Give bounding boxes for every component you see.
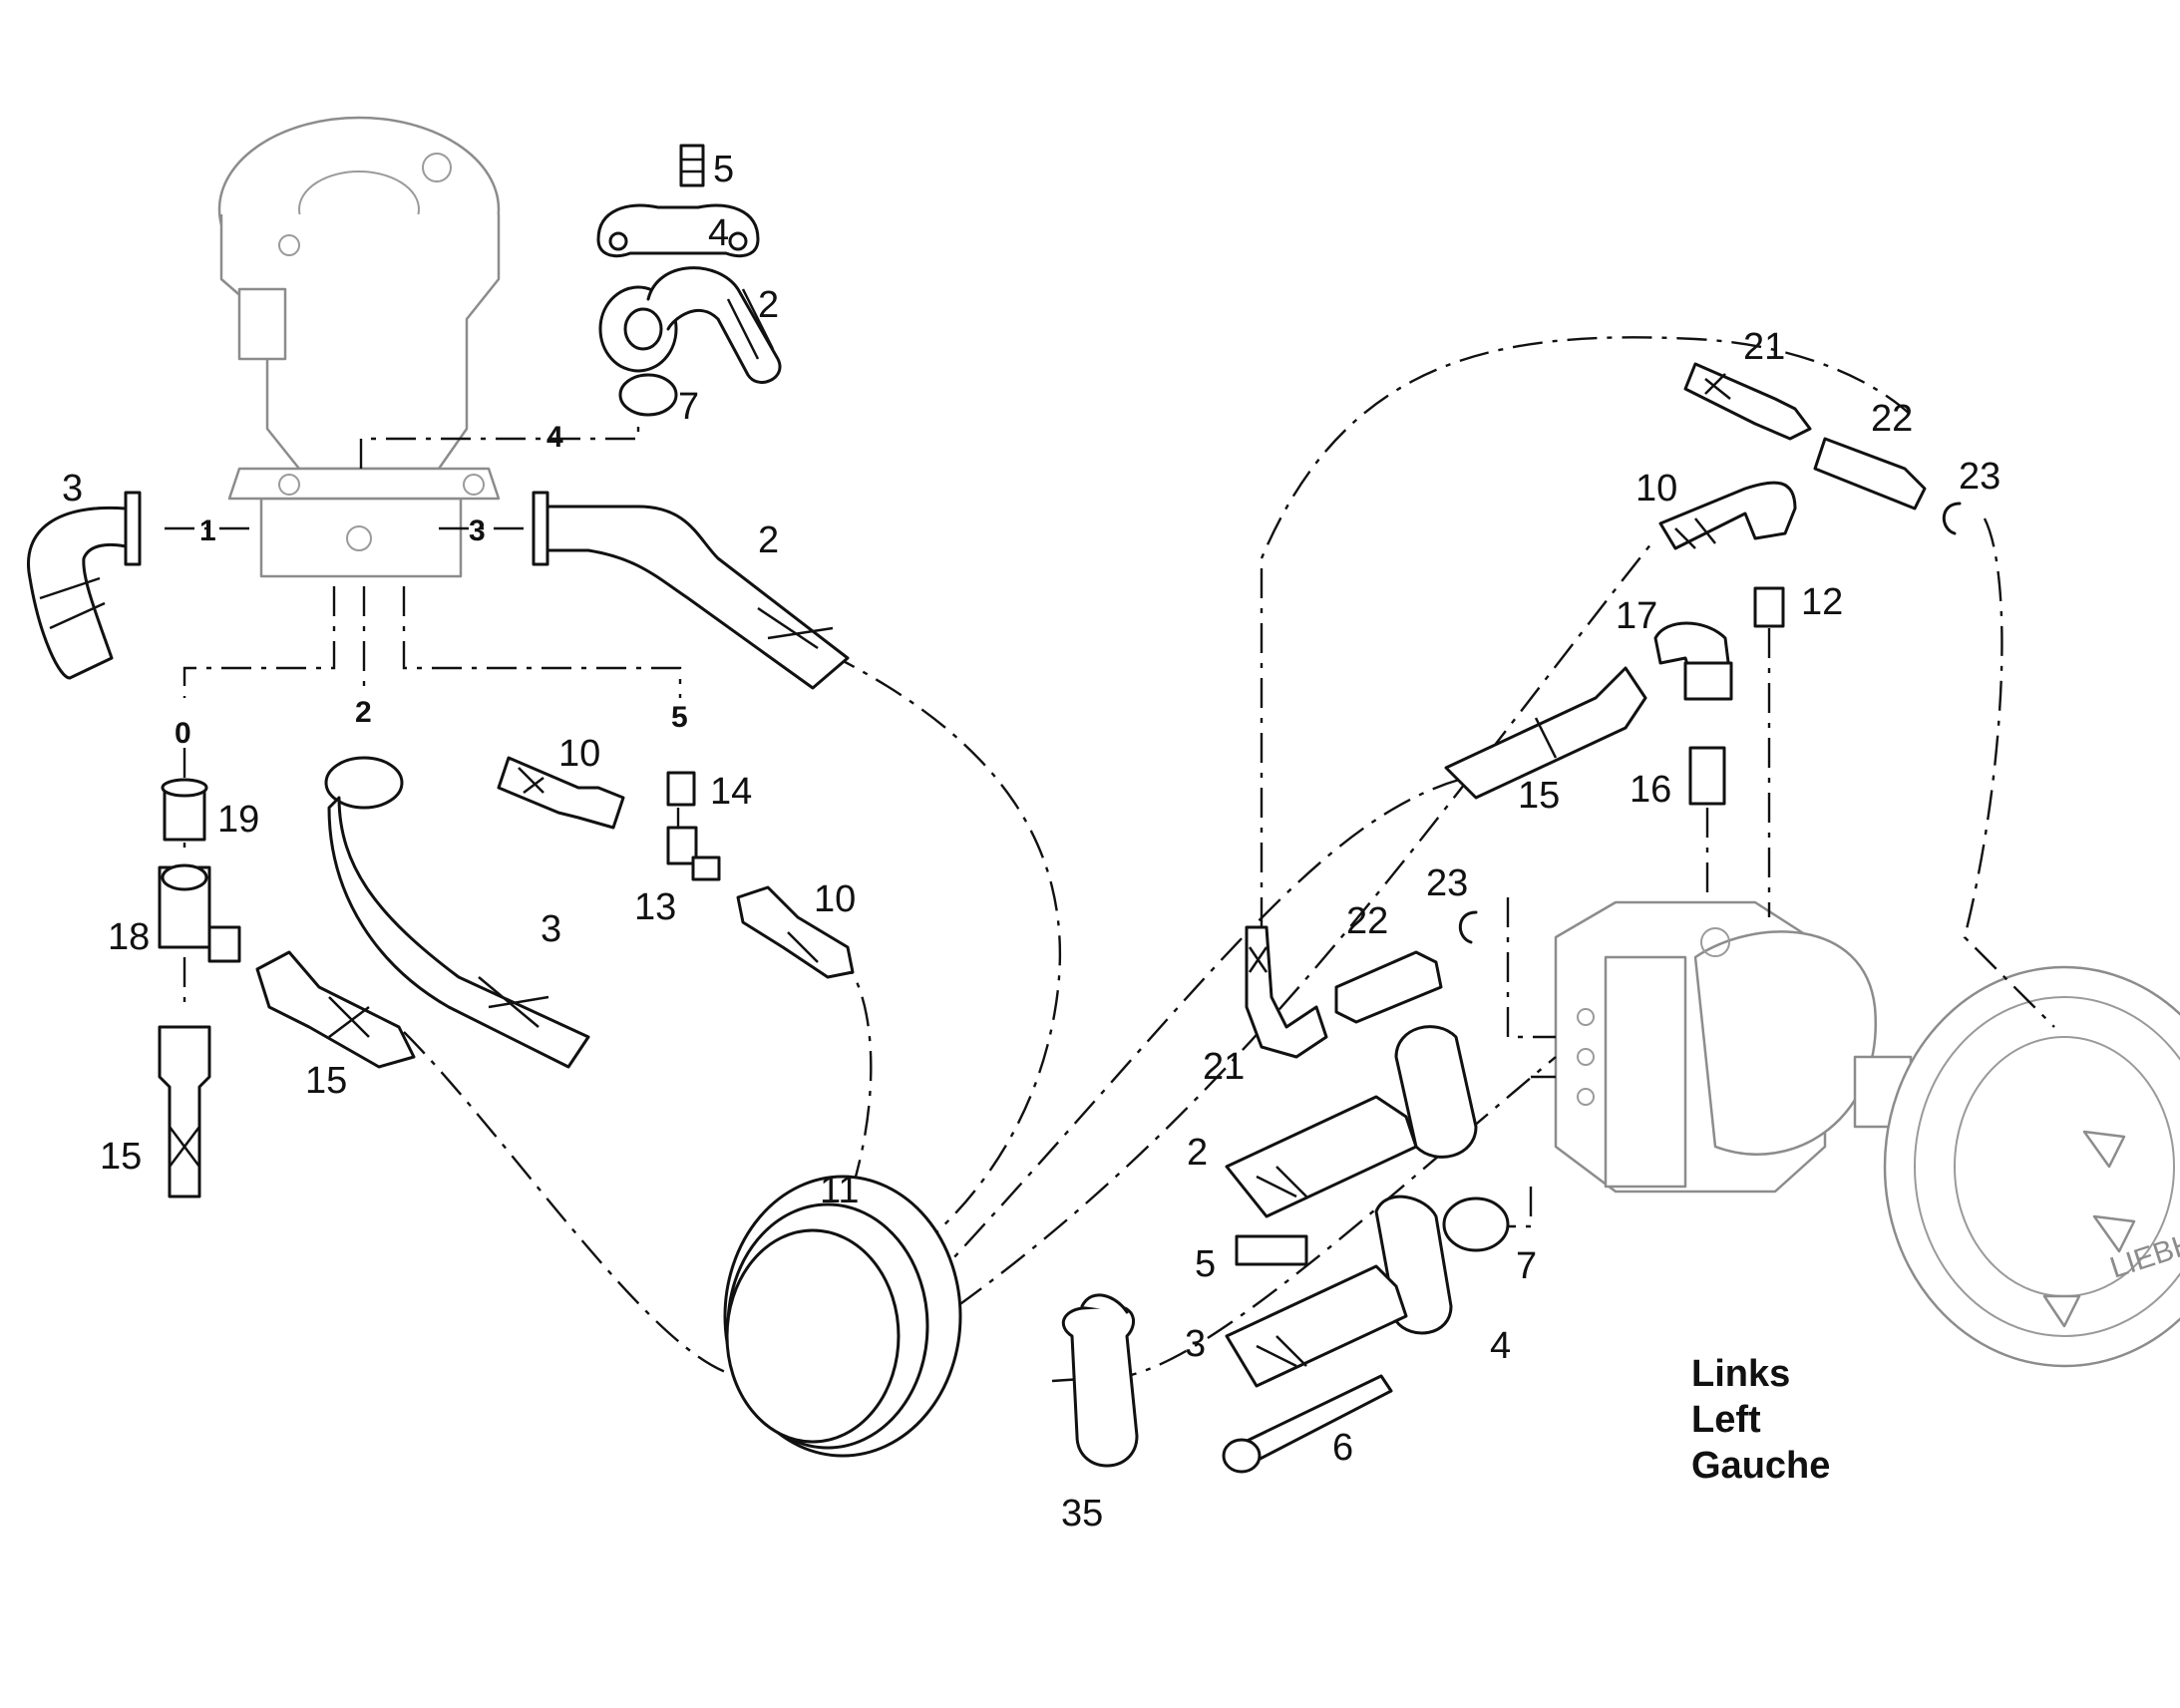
callout-2: 2 bbox=[355, 696, 372, 729]
callout-5: 5 bbox=[1195, 1243, 1216, 1285]
callout-15: 15 bbox=[1518, 775, 1560, 817]
callout-18: 18 bbox=[108, 916, 150, 958]
callout-4: 4 bbox=[708, 212, 729, 254]
callout-14: 14 bbox=[710, 771, 752, 813]
part-15-diagonal-hose bbox=[255, 950, 416, 1069]
hydraulic-motor-assembly bbox=[1554, 900, 1913, 1194]
callout-3: 3 bbox=[469, 514, 486, 547]
callout-15: 15 bbox=[100, 1136, 142, 1178]
part-4-top-flange-clamp bbox=[596, 203, 760, 258]
callout-23: 23 bbox=[1426, 862, 1468, 904]
part-10-right-elbow bbox=[1658, 481, 1797, 550]
part-10-left-hose bbox=[497, 756, 625, 830]
part-16-adapter bbox=[1688, 746, 1726, 806]
part-35-cable-clip bbox=[1061, 1293, 1139, 1468]
part-2-right-hose bbox=[532, 491, 850, 690]
part-7-lower-oring bbox=[1442, 1196, 1510, 1252]
callout-10: 10 bbox=[1635, 468, 1677, 510]
callout-15: 15 bbox=[305, 1060, 347, 1102]
side-label-left: Left bbox=[1691, 1399, 1761, 1441]
callout-17: 17 bbox=[1616, 595, 1657, 637]
part-6-long-bolt bbox=[1222, 1374, 1393, 1474]
callout-35: 35 bbox=[1061, 1493, 1103, 1535]
side-label-gauche: Gauche bbox=[1691, 1445, 1830, 1487]
final-drive-gearbox: LIEBH bbox=[1883, 965, 2180, 1368]
part-22-top-valve bbox=[1813, 437, 1927, 511]
callout-22: 22 bbox=[1346, 900, 1388, 942]
callout-1: 1 bbox=[199, 514, 216, 547]
part-22-lower-valve bbox=[1334, 950, 1443, 1024]
callout-0: 0 bbox=[175, 717, 191, 750]
part-21-lower-hose bbox=[1245, 925, 1328, 1059]
part-2-lower-hose-flange bbox=[1225, 1025, 1478, 1218]
part-23-lower-clip bbox=[1458, 910, 1478, 944]
callout-4: 4 bbox=[546, 421, 563, 454]
callout-21: 21 bbox=[1743, 326, 1785, 368]
callout-12: 12 bbox=[1801, 581, 1843, 623]
part-14-adapter bbox=[666, 771, 696, 807]
callout-6: 6 bbox=[1332, 1427, 1353, 1469]
part-3-middle-hose bbox=[324, 756, 590, 1069]
callout-10: 10 bbox=[558, 733, 600, 775]
part-12-adapter bbox=[1753, 586, 1785, 628]
part-18-tee-fitting bbox=[158, 863, 241, 963]
callout-labels: 5 4 2 7 4 3 1 3 2 0 2 5 10 14 19 13 10 1… bbox=[62, 149, 2000, 1535]
side-label: Links Left Gauche bbox=[1691, 1353, 1830, 1487]
callout-2: 2 bbox=[1187, 1132, 1208, 1174]
callout-5: 5 bbox=[671, 701, 688, 734]
rotary-joint-assembly bbox=[217, 116, 501, 578]
callout-5: 5 bbox=[713, 149, 734, 190]
part-15-vertical-hose bbox=[158, 1025, 211, 1198]
side-label-links: Links bbox=[1691, 1353, 1790, 1395]
callout-2: 2 bbox=[758, 519, 779, 561]
callout-2: 2 bbox=[758, 284, 779, 326]
part-3-left-hose bbox=[27, 491, 142, 680]
leader-lines bbox=[165, 336, 2055, 1383]
callout-3: 3 bbox=[1185, 1323, 1206, 1365]
callout-23: 23 bbox=[1959, 456, 2000, 498]
part-5-lower-bolt bbox=[1235, 1234, 1308, 1266]
part-5-top-bolt bbox=[679, 144, 705, 187]
callout-3: 3 bbox=[541, 908, 561, 950]
part-3-lower-hose-flange bbox=[1225, 1195, 1453, 1388]
part-11-grommet-ring bbox=[723, 1175, 962, 1458]
part-2-top-hose-fitting bbox=[598, 266, 782, 384]
callout-16: 16 bbox=[1630, 769, 1671, 811]
part-15-right-hose bbox=[1444, 666, 1647, 800]
callout-19: 19 bbox=[217, 799, 259, 841]
part-17-elbow bbox=[1653, 621, 1733, 701]
callout-11: 11 bbox=[820, 1170, 859, 1211]
part-7-top-oring bbox=[618, 373, 678, 417]
callout-21: 21 bbox=[1203, 1046, 1245, 1088]
callout-22: 22 bbox=[1871, 398, 1913, 440]
part-19-adapter bbox=[161, 778, 208, 842]
part-21-top-hose bbox=[1683, 362, 1812, 441]
part-23-top-clip bbox=[1942, 502, 1962, 535]
callout-3: 3 bbox=[62, 468, 83, 510]
callout-4: 4 bbox=[1490, 1325, 1511, 1367]
part-10-bottom-hose bbox=[736, 885, 855, 979]
callout-7: 7 bbox=[1516, 1245, 1537, 1287]
callout-10: 10 bbox=[814, 878, 856, 920]
part-13-tee bbox=[666, 826, 721, 881]
callout-13: 13 bbox=[634, 886, 676, 928]
callout-7: 7 bbox=[678, 386, 699, 428]
